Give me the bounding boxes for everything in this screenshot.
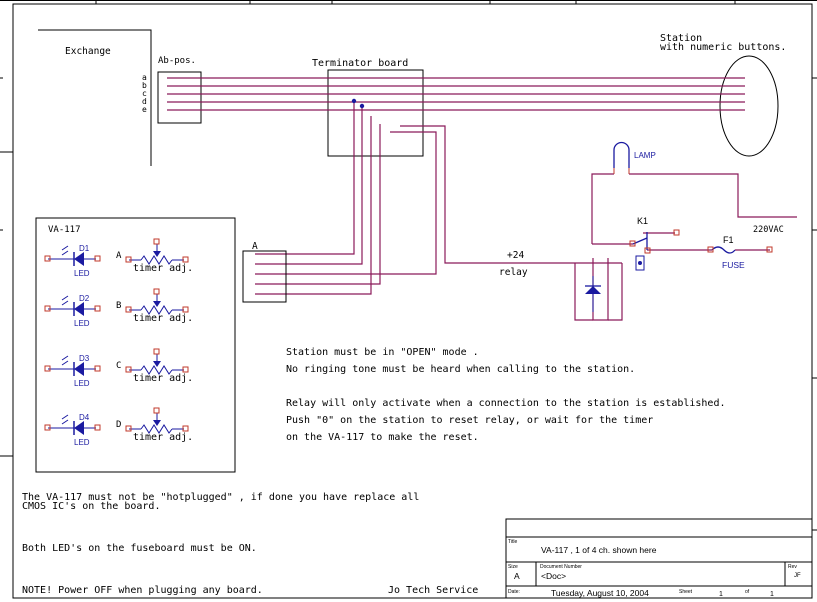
terminator-block: Terminator board	[312, 58, 424, 157]
note-push-zero: Push "0" on the station to reset relay, …	[286, 415, 653, 426]
title-block	[505, 518, 813, 599]
diode-label-d4: D4	[79, 413, 90, 422]
led-label-2: LED	[74, 319, 90, 328]
k1-label: K1	[637, 216, 648, 226]
bus-wires	[167, 77, 797, 321]
note-led: Both LED's on the fuseboard must be ON.	[22, 543, 257, 554]
ab-line-a: a	[142, 73, 147, 82]
channel-letter-b: B	[116, 301, 121, 311]
lamp-symbol: LAMP	[613, 141, 656, 174]
relay-k1-symbol: K1	[629, 216, 680, 271]
diode-label-d3: D3	[79, 354, 90, 363]
channel-letter-a: A	[116, 251, 122, 261]
station-label-1: Station	[660, 33, 702, 44]
fuse-f1-label: F1	[723, 235, 734, 245]
rev-field-label: Rev	[788, 564, 797, 570]
ab-line-letters: a b c d e	[142, 73, 147, 114]
timer-label-3: timer adj.	[133, 373, 193, 384]
diode-label-d1: D1	[79, 244, 90, 253]
channel-b: D2 LED B timer adj.	[44, 288, 193, 328]
docnum-field-value: <Doc>	[541, 571, 566, 581]
channel-letter-d: D	[116, 420, 121, 430]
note-hotplug-1: The VA-117 must not be "hotplugged" , if…	[22, 492, 419, 503]
station-label-2: with numeric buttons.	[660, 42, 786, 53]
ab-line-b: b	[142, 81, 147, 90]
timer-label-2: timer adj.	[133, 313, 193, 324]
timer-label-1: timer adj.	[133, 263, 193, 274]
va117-box	[35, 217, 236, 473]
size-field-label: Size	[508, 564, 518, 570]
timer-label-4: timer adj.	[133, 432, 193, 443]
ab-line-c: c	[142, 89, 147, 98]
led-label-4: LED	[74, 438, 90, 447]
relay-diode-symbol	[585, 276, 601, 312]
station-ellipse	[719, 55, 779, 157]
a-block-label: A	[252, 241, 258, 252]
va117-board: VA-117	[35, 217, 236, 473]
relay-label: relay	[499, 267, 528, 278]
diode-label-d2: D2	[79, 294, 90, 303]
title-field-value: VA-117 , 1 of 4 ch. shown here	[541, 545, 657, 555]
ab-pos-box	[157, 71, 202, 124]
fuse-symbol: F1 FUSE 220VAC	[707, 225, 784, 270]
v220-label: 220VAC	[753, 225, 784, 235]
note-power-off: NOTE! Power OFF when plugging any board.	[22, 585, 263, 596]
note-relay: Relay will only activate when a connecti…	[286, 398, 726, 409]
note-reset: on the VA-117 to make the reset.	[286, 432, 479, 443]
fuse-label: FUSE	[722, 260, 745, 270]
led-label-1: LED	[74, 269, 90, 278]
channel-c: D3 LED C timer adj.	[44, 348, 193, 388]
plus24-label: +24	[507, 250, 524, 261]
date-field-value: Tuesday, August 10, 2004	[551, 588, 649, 598]
channel-d: D4 LED D timer adj.	[44, 407, 193, 447]
notes-block: Station must be in "OPEN" mode . No ring…	[22, 347, 726, 596]
exchange-block: Exchange Ab-pos. a b c d e	[38, 29, 202, 166]
date-field-label: Date:	[508, 589, 520, 595]
led-label-3: LED	[74, 379, 90, 388]
ab-line-e: e	[142, 105, 147, 114]
lamp-label: LAMP	[634, 151, 656, 160]
note-open-mode: Station must be in "OPEN" mode .	[286, 347, 479, 358]
wire-junctions	[351, 98, 365, 109]
of-field-label: of	[745, 589, 750, 595]
va117-title: VA-117	[48, 225, 81, 235]
sheet-field-value: 1	[719, 591, 723, 598]
rev-field-value: JF	[794, 573, 801, 579]
ab-pos-label: Ab-pos.	[158, 56, 196, 66]
of-field-value: 1	[770, 591, 774, 598]
sheet-field-label: Sheet	[679, 589, 693, 595]
a-connector-box	[242, 250, 287, 303]
size-field-value: A	[514, 571, 520, 581]
terminator-label: Terminator board	[312, 58, 408, 69]
company-name: Jo Tech Service	[388, 585, 478, 596]
terminator-box	[327, 69, 424, 157]
title-field-label: Title	[508, 539, 517, 545]
a-connector-block: A	[242, 241, 287, 303]
ab-line-d: d	[142, 97, 147, 106]
docnum-field-label: Document Number	[540, 564, 582, 570]
exchange-label: Exchange	[65, 46, 111, 57]
note-ringing: No ringing tone must be heard when calli…	[286, 364, 635, 375]
channel-letter-c: C	[116, 361, 121, 371]
title-block-text: Title VA-117 , 1 of 4 ch. shown here Siz…	[508, 539, 801, 598]
note-hotplug-2: CMOS IC's on the board.	[22, 501, 160, 512]
channel-a: D1 LED A timer adj.	[44, 238, 193, 278]
station-block: Station with numeric buttons.	[660, 33, 786, 157]
